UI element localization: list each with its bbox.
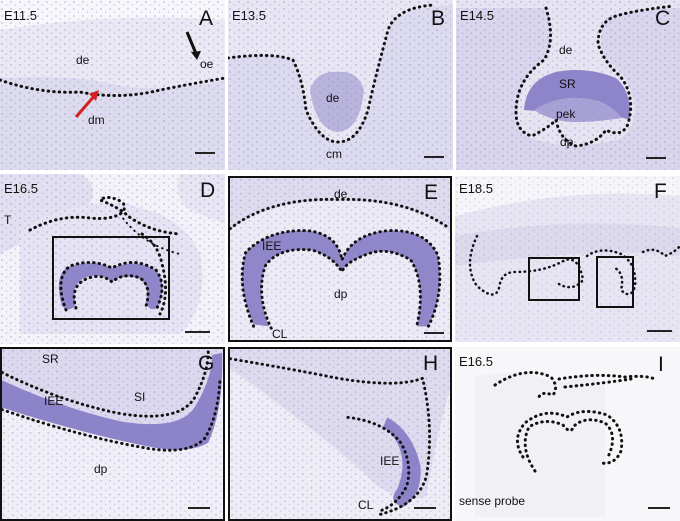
panel-d: E16.5 D T [0,174,225,344]
panel-h-letter: H [423,352,439,375]
inset-box [52,236,170,320]
label-iee: IEE [380,454,400,468]
label-cl: CL [358,498,374,512]
panel-c-micrograph [456,0,680,170]
label-oe: oe [200,57,214,71]
scale-bar [648,507,670,509]
panel-a-letter: A [199,7,214,30]
panel-a-micrograph [0,0,225,170]
scale-bar [424,332,444,334]
label-cm: cm [326,147,342,161]
panel-i-micrograph [455,347,680,521]
panel-c: E14.5 C de SR pek dp [456,0,680,170]
panel-f-letter: F [654,180,667,203]
panel-a-stage: E11.5 [4,8,38,23]
label-de: de [76,53,90,67]
panel-i: E16.5 I sense probe [455,347,680,521]
scale-bar [414,507,436,509]
panel-d-stage: E16.5 [4,181,38,196]
scale-bar [646,157,666,159]
panel-f: E18.5 F [455,176,680,342]
panel-h-micrograph [230,349,450,519]
panel-a: E11.5 A de oe dm [0,0,225,170]
scale-bar [647,330,672,332]
panel-b: E13.5 B de cm [228,0,453,170]
panel-g-letter: G [198,352,215,375]
label-t: T [4,213,12,227]
panel-d-letter: D [200,179,216,202]
panel-f-micrograph [455,176,680,342]
panel-e: E de IEE dp CL [228,176,452,342]
panel-d-micrograph [0,174,225,344]
panel-h: H IEE CL [228,347,452,521]
panel-c-letter: C [655,7,671,30]
label-pek: pek [556,107,576,121]
label-de: de [334,187,348,201]
panel-e-letter: E [424,181,439,204]
label-dm: dm [88,113,105,127]
scale-bar [195,152,215,154]
label-cl: CL [272,327,288,341]
label-sr: SR [42,352,59,366]
scale-bar [188,507,210,509]
label-dp: dp [560,135,574,149]
label-de: de [559,43,573,57]
scale-bar [424,156,444,158]
panel-b-micrograph [228,0,453,170]
label-si: SI [134,390,146,404]
panel-g-micrograph [2,349,223,519]
sense-probe-caption: sense probe [459,494,526,508]
inset-box [596,256,634,308]
label-iee: IEE [44,394,64,408]
label-de: de [326,91,340,105]
inset-box [528,257,580,301]
panel-b-stage: E13.5 [232,8,266,23]
label-dp: dp [94,462,108,476]
label-sr: SR [559,77,576,91]
panel-i-stage: E16.5 [459,354,493,369]
panel-b-letter: B [431,7,446,30]
panel-e-micrograph [230,178,450,340]
panel-i-letter: I [658,353,664,376]
scale-bar [185,331,210,333]
panel-f-stage: E18.5 [459,181,493,196]
panel-g: G SR IEE SI dp [0,347,225,521]
label-dp: dp [334,287,348,301]
label-iee: IEE [262,239,282,253]
panel-c-stage: E14.5 [460,8,494,23]
